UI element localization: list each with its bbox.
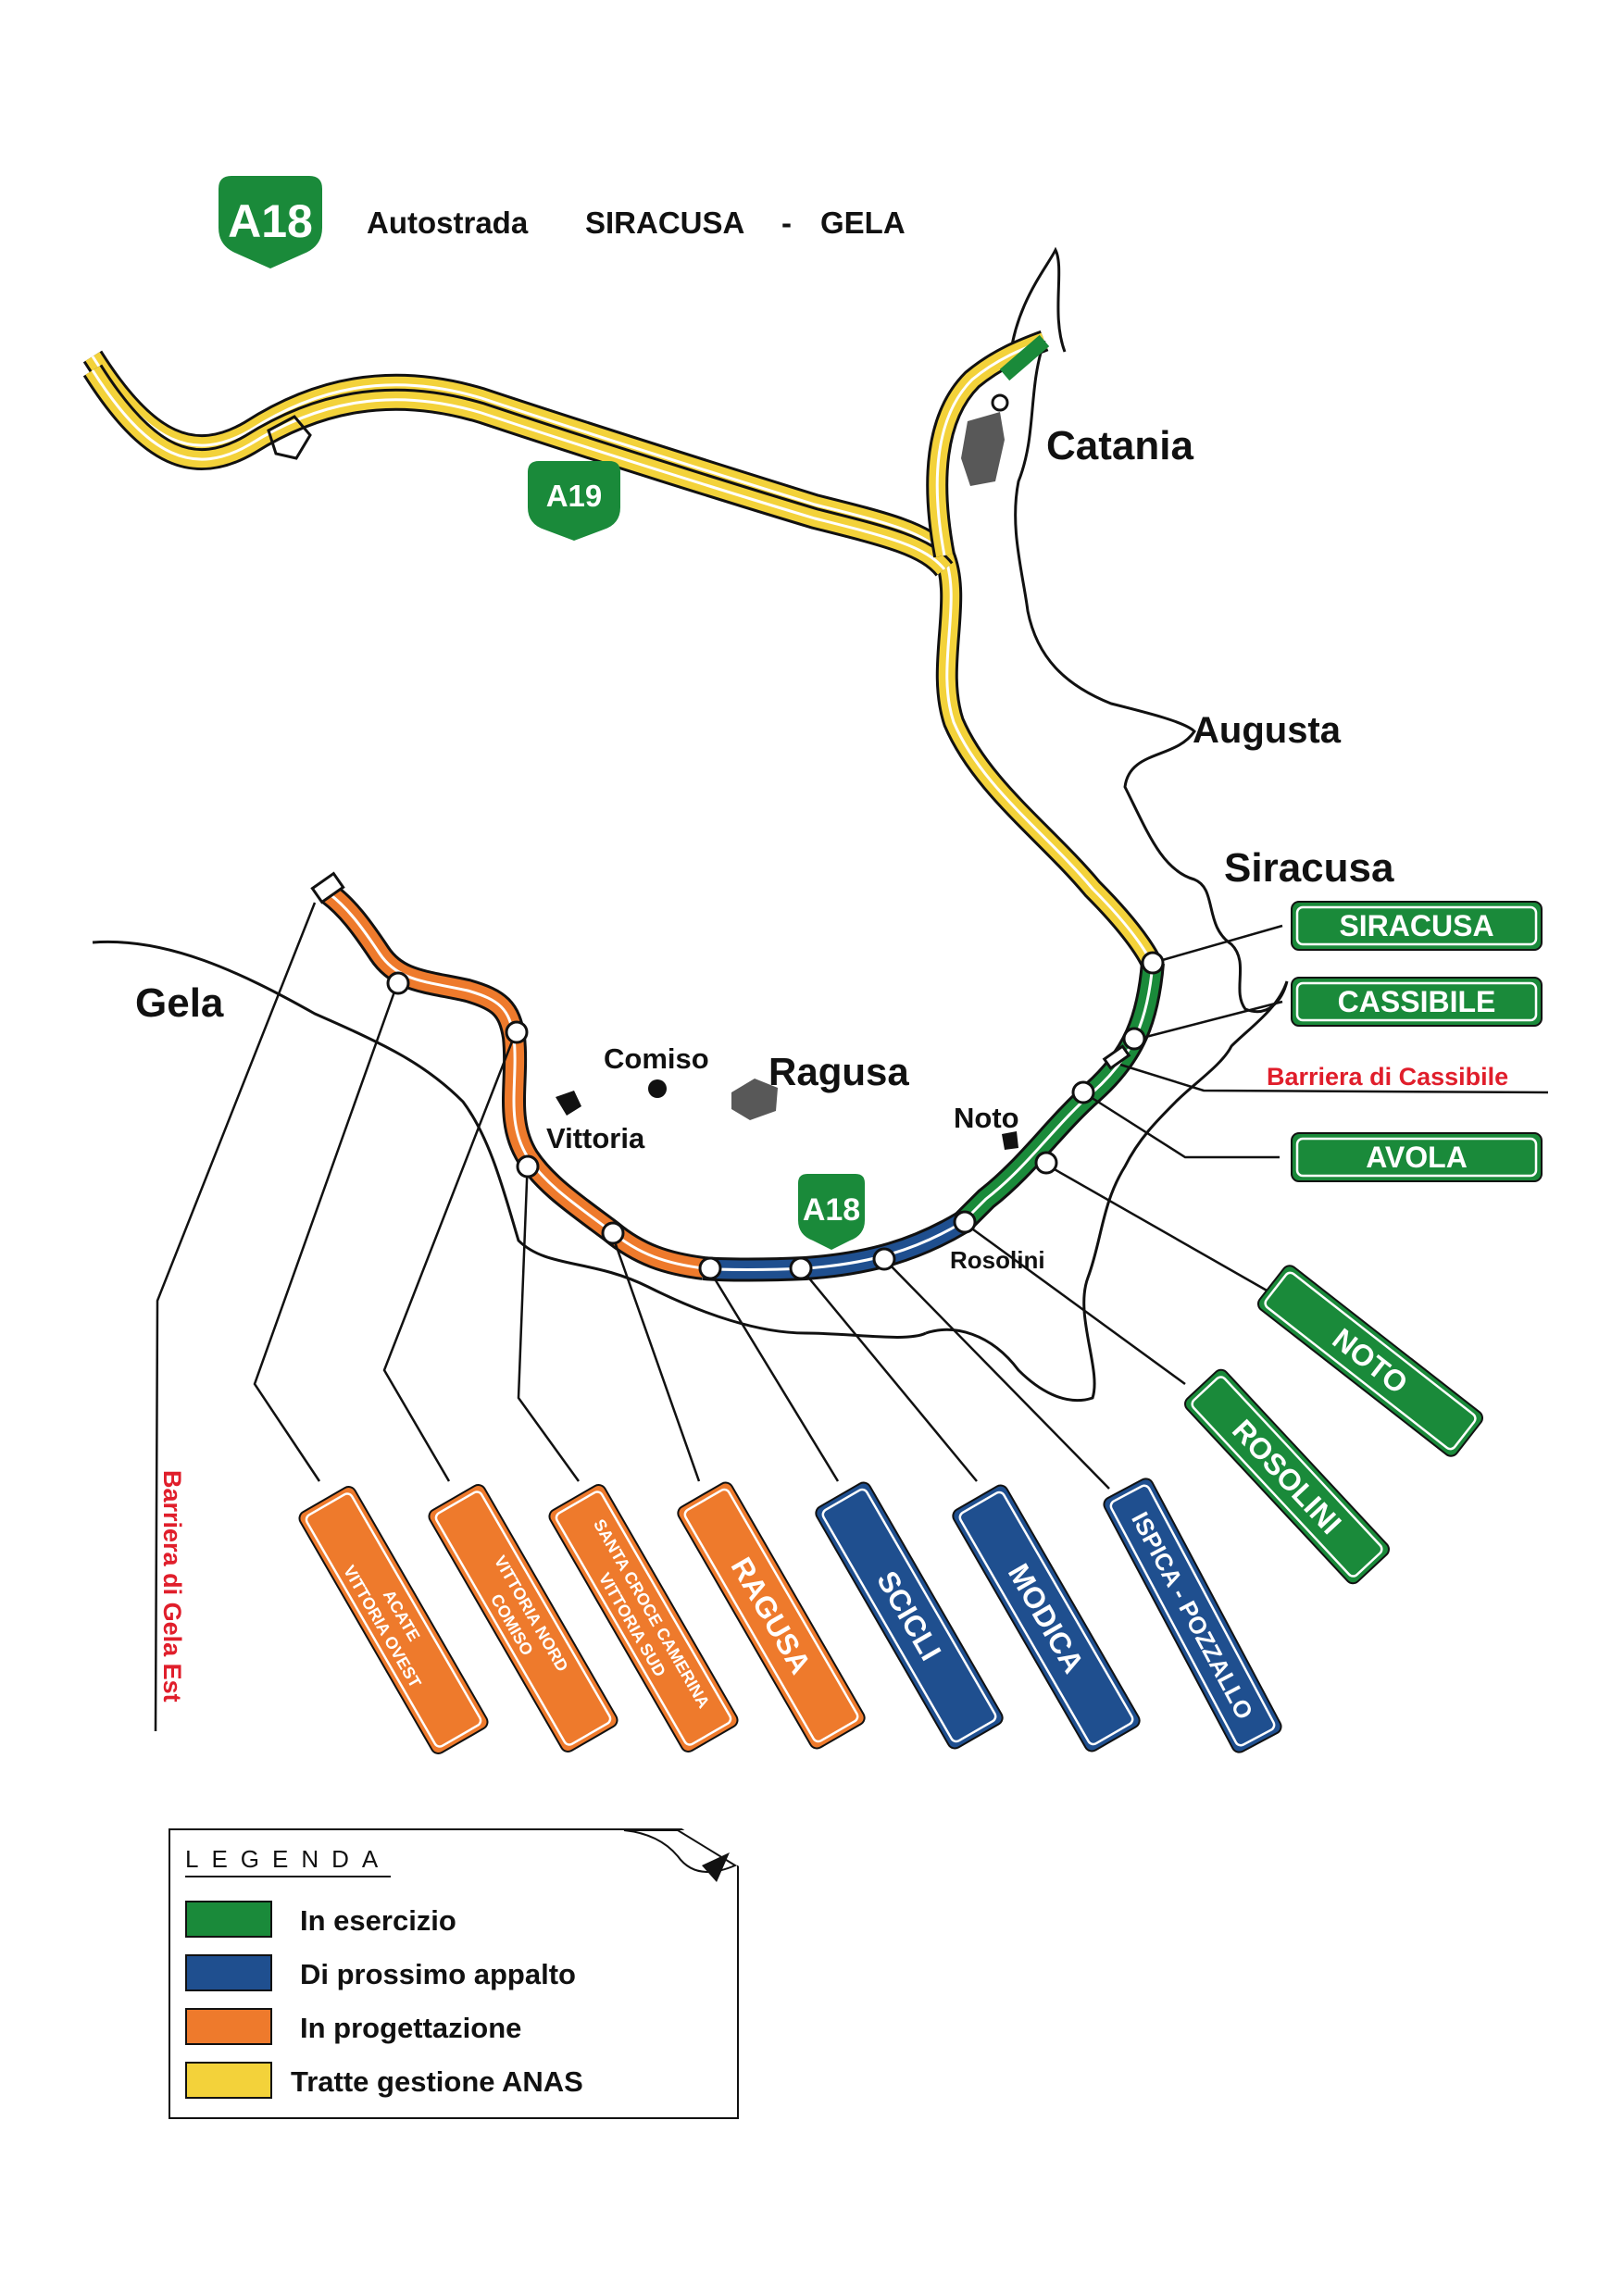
header-route-to: GELA: [820, 206, 906, 240]
legend-swatch: [185, 1901, 272, 1938]
exit-sign-label: SIRACUSA: [1339, 909, 1493, 942]
city-label-catania: Catania: [1046, 423, 1193, 468]
city-label-augusta: Augusta: [1193, 710, 1342, 751]
legend-label: Tratte gestione ANAS: [291, 2065, 583, 2098]
legend-swatch: [185, 2008, 272, 2045]
exit-sign-label: AVOLA: [1366, 1141, 1468, 1174]
exit-sign-modica: MODICA: [952, 1484, 1141, 1752]
a18-map-shield-icon: A18: [798, 1174, 865, 1250]
exit-sign-rosolini: ROSOLINI: [1184, 1368, 1390, 1585]
legend-page-curl-icon: [623, 1829, 737, 1882]
city-label-comiso: Comiso: [604, 1042, 709, 1075]
city-label-siracusa: Siracusa: [1224, 845, 1394, 891]
road-in-service: [963, 963, 1153, 1222]
road-end-marker: [310, 871, 345, 904]
a19-shield-label: A19: [546, 479, 603, 513]
legend-label: Di prossimo appalto: [300, 1958, 576, 1990]
legend-label: In progettazione: [300, 2012, 522, 2044]
legend-swatch: [185, 2062, 272, 2099]
city-label-vittoria: Vittoria: [546, 1122, 645, 1154]
exit-sign-label: ROSOLINI: [1226, 1413, 1348, 1540]
header-route-from: SIRACUSA: [585, 206, 745, 240]
coastline: [92, 246, 1289, 1403]
exit-sign-avola: AVOLA: [1291, 1132, 1543, 1182]
a18-shield-icon: A18: [219, 176, 322, 268]
exit-sign-cassibile: CASSIBILE: [1291, 977, 1543, 1027]
city-label-rosolini: Rosolini: [950, 1246, 1045, 1274]
road-in-design: [329, 893, 704, 1268]
a18-shield-label: A18: [228, 195, 313, 247]
city-label-gela: Gela: [135, 980, 224, 1026]
exit-leader-lines: [154, 902, 1549, 1732]
exit-sign-siracusa: SIRACUSA: [1291, 901, 1543, 951]
exit-sign-noto: NOTO: [1256, 1265, 1484, 1457]
city-label-ragusa: Ragusa: [768, 1050, 909, 1093]
header-separator: -: [781, 206, 792, 240]
header-prefix: Autostrada: [367, 206, 529, 240]
exit-sign-label: CASSIBILE: [1338, 985, 1496, 1018]
legend-label: In esercizio: [300, 1904, 456, 1937]
legend-title: LEGENDA: [185, 1845, 392, 1877]
city-label-noto: Noto: [954, 1102, 1019, 1134]
toll-label-cassibile: Barriera di Cassibile: [1267, 1063, 1508, 1091]
city-marker-icons: [267, 393, 1018, 1150]
legend-swatch: [185, 1954, 272, 1991]
road-green-north-stub: [999, 334, 1050, 381]
toll-label-gela-est: Barriera di Gela Est: [158, 1470, 186, 1703]
exit-sign-label: ISPICA - POZZALLO: [1126, 1507, 1258, 1724]
a18-map-shield-label: A18: [803, 1192, 860, 1228]
a19-shield-icon: A19: [528, 461, 620, 541]
legend: LEGENDA In esercizio Di prossimo appalto…: [169, 1828, 739, 2119]
interchange-nodes: [386, 951, 1165, 1280]
